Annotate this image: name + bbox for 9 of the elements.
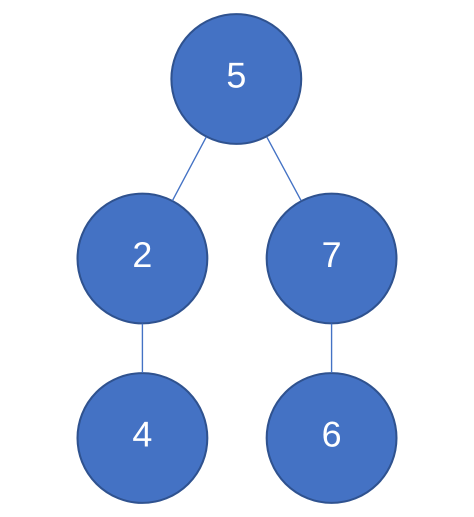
node-circle: 4 [76,372,208,504]
node-circle: 6 [266,372,398,504]
connector [330,324,332,373]
connector [142,324,144,373]
connector [266,136,302,201]
connector [172,136,207,201]
node-circle: 2 [76,192,208,324]
node-circle: 7 [266,192,398,324]
node-circle: 5 [170,13,302,145]
